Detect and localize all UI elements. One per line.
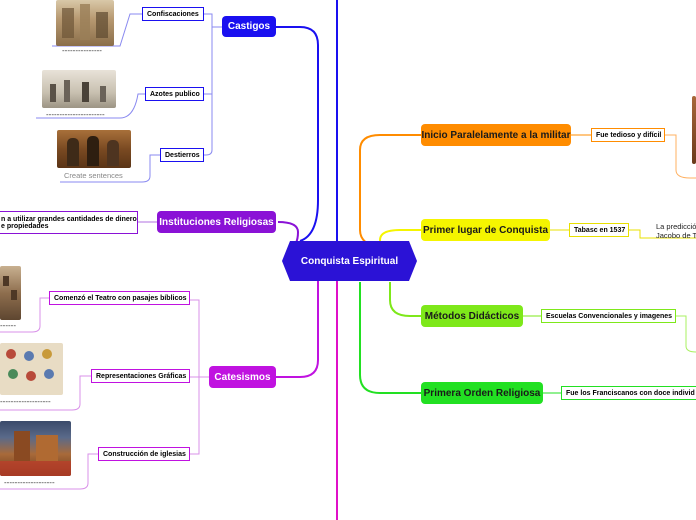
subtopic-representaciones[interactable]: Representaciones Gráficas	[91, 369, 190, 383]
prediccion-text-line2: Jacobo de T	[656, 231, 696, 240]
topic-metodos-label: Métodos Didácticos	[425, 311, 519, 322]
topic-castigos[interactable]: Castigos	[222, 16, 276, 37]
destierros-image	[57, 130, 131, 168]
topic-catesismos[interactable]: Catesismos	[209, 366, 276, 388]
subtopic-confiscaciones-label: Confiscaciones	[147, 11, 199, 18]
subtopic-destierros[interactable]: Destierros	[160, 148, 204, 162]
teatro-image	[0, 266, 21, 320]
topic-inicio-paralelamente[interactable]: Inicio Paralelamente a la militar	[421, 124, 571, 146]
representaciones-image	[0, 343, 63, 395]
subtopic-tabasco-label: Tabasc en 1537	[574, 227, 625, 234]
iglesias-caption: -------------------	[4, 478, 55, 487]
central-topic[interactable]: Conquista Espiritual	[282, 241, 417, 281]
subtopic-confiscaciones[interactable]: Confiscaciones	[142, 7, 204, 21]
topic-instituciones-label: Instituciones Religiosas	[159, 217, 273, 228]
topic-inicio-label: Inicio Paralelamente a la militar	[422, 130, 571, 141]
topic-primer-lugar-label: Primer lugar de Conquista	[423, 225, 548, 236]
subtopic-tabasco[interactable]: Tabasc en 1537	[569, 223, 629, 237]
topic-primer-lugar[interactable]: Primer lugar de Conquista	[421, 219, 550, 241]
azotes-image	[42, 70, 116, 108]
subtopic-escuelas-label: Escuelas Convencionales y imagenes	[546, 313, 672, 320]
topic-castigos-label: Castigos	[228, 21, 270, 32]
subtopic-teatro-label: Comenzó el Teatro con pasajes bíblicos	[54, 295, 187, 302]
subtopic-destierros-label: Destierros	[165, 152, 200, 159]
subtopic-franciscanos[interactable]: Fue los Franciscanos con doce individ	[561, 386, 696, 400]
topic-instituciones-religiosas[interactable]: Instituciones Religiosas	[157, 211, 276, 233]
confiscaciones-image	[56, 0, 114, 46]
confiscaciones-caption: ---------------	[62, 46, 102, 55]
teatro-caption: ------	[0, 321, 16, 330]
destierros-caption: Create sentences	[64, 171, 123, 180]
instituciones-text-line2: e propiedades	[1, 223, 48, 230]
subtopic-iglesias-label: Construcción de iglesias	[103, 451, 186, 458]
prediccion-text-line1: La predicció	[656, 222, 696, 231]
subtopic-teatro[interactable]: Comenzó el Teatro con pasajes bíblicos	[49, 291, 190, 305]
subtopic-representaciones-label: Representaciones Gráficas	[96, 373, 186, 380]
subtopic-azotes[interactable]: Azotes publico	[145, 87, 204, 101]
inicio-image	[692, 96, 696, 164]
representaciones-caption: -------------------	[0, 397, 51, 406]
subtopic-azotes-label: Azotes publico	[150, 91, 200, 98]
topic-primera-orden-label: Primera Orden Religiosa	[424, 388, 541, 399]
subtopic-iglesias[interactable]: Construcción de iglesias	[98, 447, 190, 461]
topic-metodos-didacticos[interactable]: Métodos Didácticos	[421, 305, 523, 327]
subtopic-franciscanos-label: Fue los Franciscanos con doce individ	[566, 390, 695, 397]
subtopic-instituciones-text[interactable]: n a utilizar grandes cantidades de diner…	[0, 211, 138, 234]
central-topic-label: Conquista Espiritual	[282, 241, 417, 281]
prediccion-text: La predicció Jacobo de T	[656, 222, 696, 240]
iglesias-image	[0, 421, 71, 476]
topic-catesismos-label: Catesismos	[214, 372, 270, 383]
subtopic-tedioso[interactable]: Fue tedioso y difícil	[591, 128, 665, 142]
subtopic-escuelas[interactable]: Escuelas Convencionales y imagenes	[541, 309, 676, 323]
instituciones-text-line1: n a utilizar grandes cantidades de diner…	[1, 216, 137, 223]
subtopic-tedioso-label: Fue tedioso y difícil	[596, 132, 661, 139]
azotes-caption: ----------------------	[46, 110, 105, 119]
topic-primera-orden[interactable]: Primera Orden Religiosa	[421, 382, 543, 404]
